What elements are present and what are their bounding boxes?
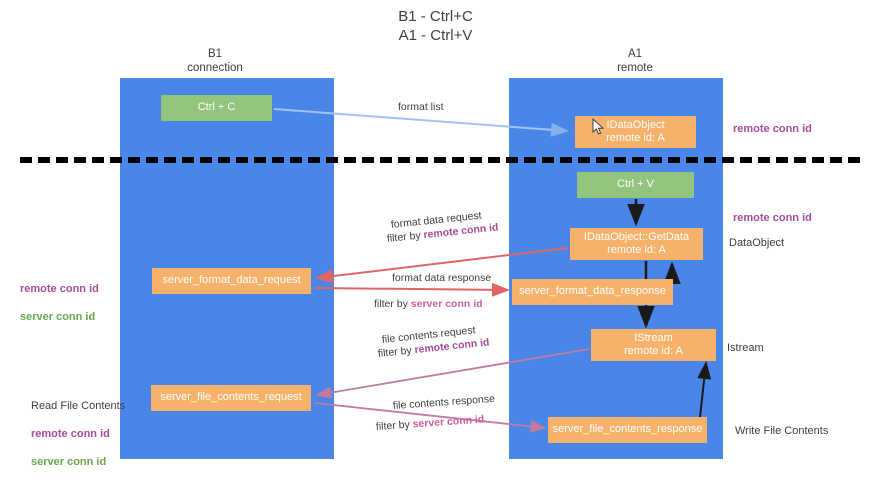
edge-label-file-contents-response-filter: filter by server conn id xyxy=(376,413,485,434)
filter-value-server-conn-id: server conn id xyxy=(410,298,483,310)
edge-label-format-list: format list xyxy=(398,101,444,113)
node-server-file-contents-request[interactable]: server_file_contents_request xyxy=(151,385,311,411)
annotation-remote-conn-id-left-upper: remote conn id xyxy=(20,283,99,295)
edge-label-file-contents-response: file contents response xyxy=(392,392,496,412)
filter-value-server-conn-id: server conn id xyxy=(412,413,485,431)
filter-prefix: filter by xyxy=(377,344,416,360)
lane-header-a1: A1 remote xyxy=(617,48,653,74)
page-title: B1 - Ctrl+C A1 - Ctrl+V xyxy=(398,8,473,44)
annotation-server-conn-id-left-upper: server conn id xyxy=(20,311,96,323)
edge-label-format-data-response: format data response xyxy=(392,272,492,284)
annotation-conn-ids-upper: remote conn id server conn id xyxy=(20,268,99,338)
phase-divider xyxy=(20,157,860,163)
lane-header-b1: B1 connection xyxy=(187,48,243,74)
node-istream[interactable]: IStream remote id: A xyxy=(591,329,716,361)
diagram-canvas: B1 - Ctrl+C A1 - Ctrl+V B1 connection A1… xyxy=(20,8,860,468)
mouse-cursor-icon xyxy=(592,118,605,135)
annotation-read-file-contents-group: Read File Contents remote conn id server… xyxy=(31,385,125,483)
node-ctrl-c[interactable]: Ctrl + C xyxy=(161,95,272,121)
node-ctrl-v[interactable]: Ctrl + V xyxy=(577,172,694,198)
annotation-read-file-contents: Read File Contents xyxy=(31,400,126,412)
edge-label-format-data-response-filter: filter by server conn id xyxy=(374,298,483,311)
node-server-format-data-request[interactable]: server_format_data_request xyxy=(152,268,311,294)
annotation-dataobject: DataObject xyxy=(729,237,785,249)
annotation-remote-conn-id-mid: remote conn id xyxy=(733,212,812,224)
annotation-write-file-contents: Write File Contents xyxy=(735,425,829,437)
node-server-format-data-response[interactable]: server_format_data_response xyxy=(512,279,673,305)
filter-prefix: filter by xyxy=(386,229,425,245)
annotation-istream: Istream xyxy=(727,342,764,354)
filter-prefix: filter by xyxy=(375,418,414,433)
annotation-server-conn-id-left-lower: server conn id xyxy=(31,456,107,468)
node-idataobject-getdata[interactable]: IDataObject::GetData remote id: A xyxy=(570,228,703,260)
node-server-file-contents-response[interactable]: server_file_contents_response xyxy=(548,417,707,443)
annotation-remote-conn-id-top: remote conn id xyxy=(733,123,812,135)
annotation-remote-conn-id-left-lower: remote conn id xyxy=(31,428,110,440)
filter-prefix: filter by xyxy=(374,298,411,310)
